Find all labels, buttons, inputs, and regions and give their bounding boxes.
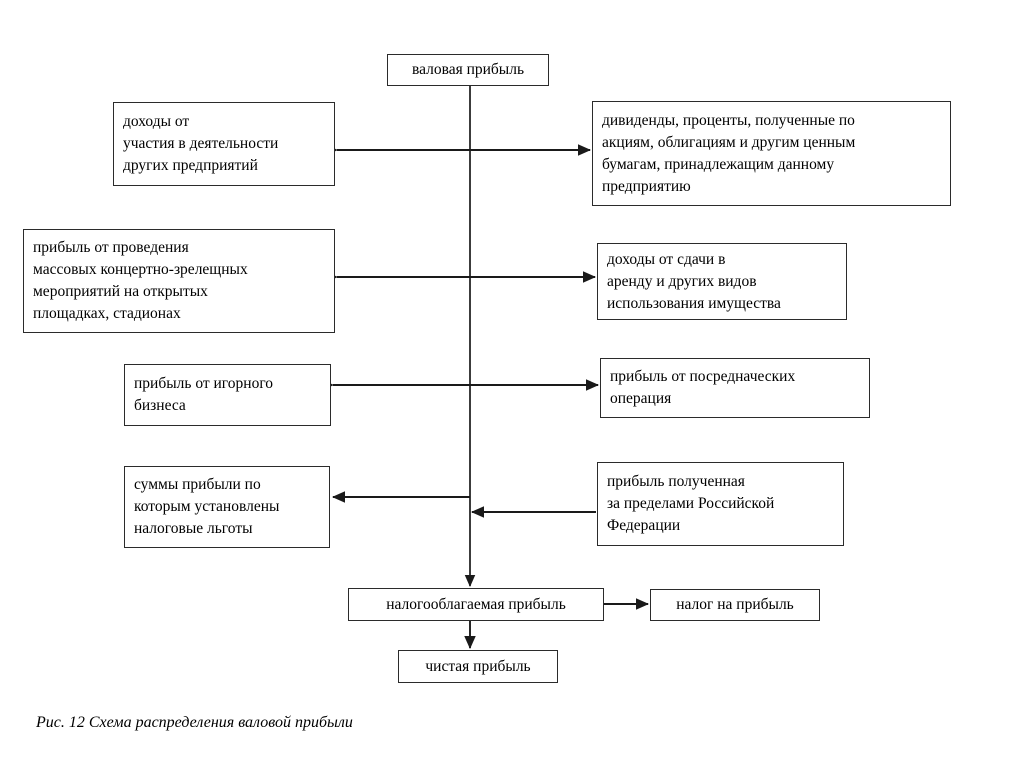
node-income-participation-label: доходы от участия в деятельности других … bbox=[123, 113, 279, 174]
node-profit-tax[interactable]: налог на прибыль bbox=[650, 589, 820, 621]
node-intermediary-profit-label: прибыль от посредначеских операция bbox=[610, 368, 796, 407]
node-foreign-profit-label: прибыль полученная за пределами Российск… bbox=[607, 473, 775, 534]
node-net-profit-label: чистая прибыль bbox=[425, 657, 531, 675]
node-mass-events-profit-label: прибыль от проведения массовых концертно… bbox=[33, 239, 248, 322]
node-gambling-profit[interactable]: прибыль от игорного бизнеса bbox=[124, 364, 331, 426]
node-rent-income-label: доходы от сдачи в аренду и других видов … bbox=[607, 250, 781, 312]
node-taxable-profit[interactable]: налогооблагаемая прибыль bbox=[348, 588, 604, 621]
node-gross-profit[interactable]: валовая прибыль bbox=[387, 54, 549, 86]
node-dividends-securities[interactable]: дивиденды, проценты, полученные по акция… bbox=[592, 101, 951, 206]
node-profit-tax-label: налог на прибыль bbox=[676, 596, 794, 613]
node-mass-events-profit[interactable]: прибыль от проведения массовых концертно… bbox=[23, 229, 335, 333]
node-gambling-profit-label: прибыль от игорного бизнеса bbox=[134, 375, 274, 414]
node-net-profit[interactable]: чистая прибыль bbox=[398, 650, 558, 683]
node-rent-income[interactable]: доходы от сдачи в аренду и других видов … bbox=[597, 243, 847, 320]
node-tax-benefits-profit[interactable]: суммы прибыли по которым установлены нал… bbox=[124, 466, 330, 548]
node-foreign-profit[interactable]: прибыль полученная за пределами Российск… bbox=[597, 462, 844, 546]
node-tax-benefits-profit-label: суммы прибыли по которым установлены нал… bbox=[134, 476, 280, 537]
figure-caption: Рис. 12 Схема распределения валовой приб… bbox=[36, 714, 353, 731]
node-income-participation[interactable]: доходы от участия в деятельности других … bbox=[113, 102, 335, 186]
node-gross-profit-label: валовая прибыль bbox=[411, 61, 525, 78]
node-dividends-securities-label: дивиденды, проценты, полученные по акция… bbox=[602, 111, 856, 195]
node-taxable-profit-label: налогооблагаемая прибыль bbox=[386, 595, 566, 613]
node-intermediary-profit[interactable]: прибыль от посредначеских операция bbox=[600, 358, 870, 418]
